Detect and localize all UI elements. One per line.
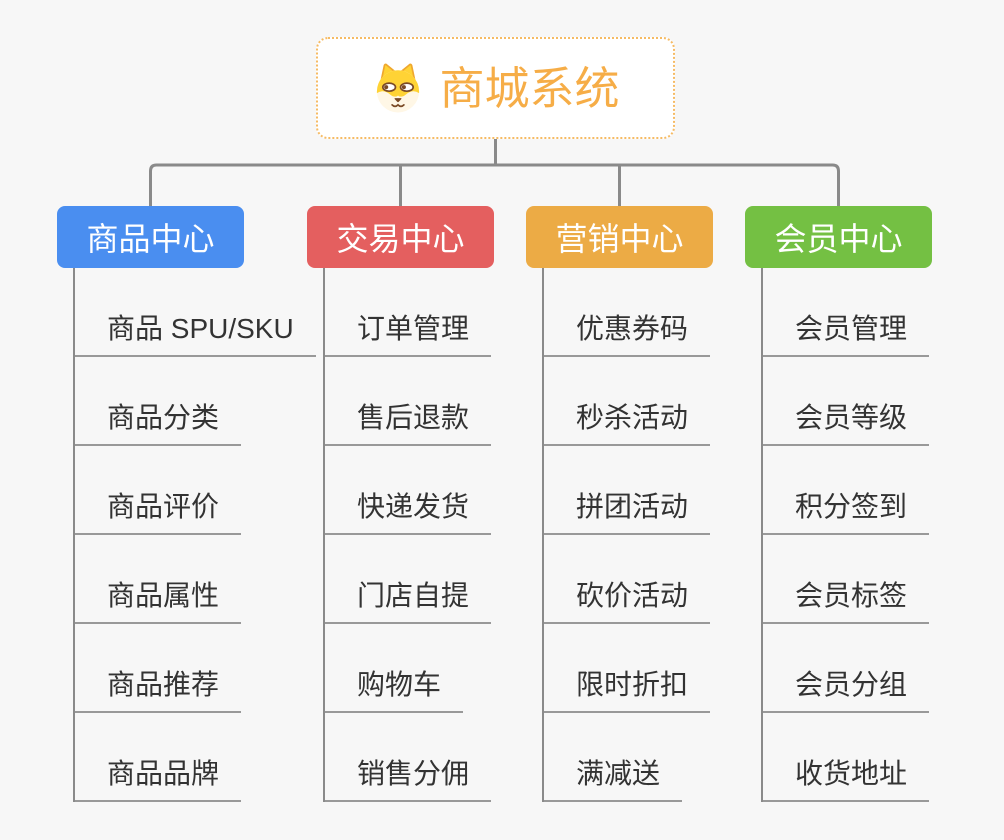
branch-2: 交易中心 订单管理售后退款快递发货门店自提购物车销售分佣 [307,206,557,802]
leaf-item[interactable]: 售后退款 [325,357,492,446]
branch-box[interactable]: 商品中心 [57,206,244,268]
leaf-item[interactable]: 商品品牌 [75,713,242,802]
leaf-item[interactable]: 秒杀活动 [544,357,711,446]
leaf-item[interactable]: 商品 SPU/SKU [75,268,316,357]
branch-children: 优惠券码秒杀活动拼团活动砍价活动限时折扣满减送 [542,268,711,802]
branch-children: 订单管理售后退款快递发货门店自提购物车销售分佣 [323,268,492,802]
leaf-item[interactable]: 购物车 [325,624,464,713]
branch-box[interactable]: 会员中心 [745,206,932,268]
branch-3: 营销中心 优惠券码秒杀活动拼团活动砍价活动限时折扣满减送 [526,206,776,802]
branch-box[interactable]: 营销中心 [526,206,713,268]
leaf-item[interactable]: 积分签到 [763,446,930,535]
leaf-item[interactable]: 会员管理 [763,268,930,357]
root-title: 商城系统 [439,62,620,114]
leaf-item[interactable]: 订单管理 [325,268,492,357]
leaf-item[interactable]: 收货地址 [763,713,930,802]
branch-4: 会员中心 会员管理会员等级积分签到会员标签会员分组收货地址 [745,206,995,802]
leaf-item[interactable]: 拼团活动 [544,446,711,535]
leaf-item[interactable]: 门店自提 [325,535,492,624]
leaf-item[interactable]: 会员分组 [763,624,930,713]
leaf-item[interactable]: 优惠券码 [544,268,711,357]
leaf-item[interactable]: 会员标签 [763,535,930,624]
leaf-item[interactable]: 商品属性 [75,535,242,624]
leaf-item[interactable]: 商品评价 [75,446,242,535]
leaf-item[interactable]: 限时折扣 [544,624,711,713]
leaf-item[interactable]: 会员等级 [763,357,930,446]
dog-face-icon [377,63,420,113]
branch-box[interactable]: 交易中心 [307,206,494,268]
leaf-item[interactable]: 商品推荐 [75,624,242,713]
branch-children: 会员管理会员等级积分签到会员标签会员分组收货地址 [761,268,930,802]
leaf-item[interactable]: 销售分佣 [325,713,492,802]
leaf-item[interactable]: 砍价活动 [544,535,711,624]
leaf-item[interactable]: 商品分类 [75,357,242,446]
leaf-item[interactable]: 满减送 [544,713,683,802]
root-node[interactable]: 商城系统 [316,37,675,139]
leaf-item[interactable]: 快递发货 [325,446,492,535]
